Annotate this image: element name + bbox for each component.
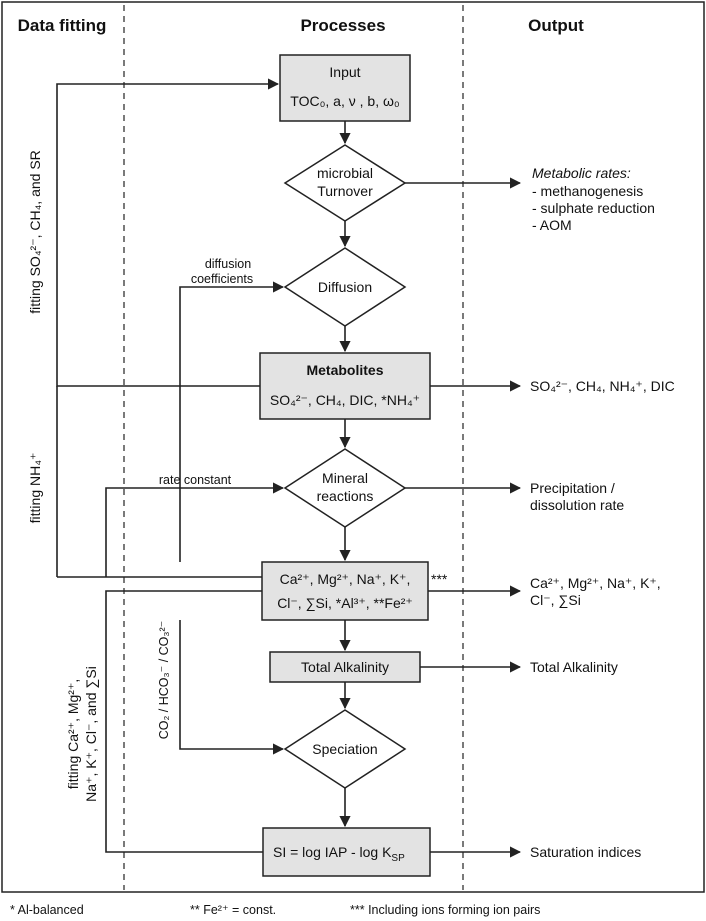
metabolic-rates-title: Metabolic rates:: [532, 165, 631, 181]
microbial-line1: microbial: [317, 165, 373, 181]
speciation-diamond: Speciation: [283, 709, 407, 789]
si-formula: SI = log IAP - log KSP: [273, 844, 405, 864]
fitting-ca-label-line2: Na⁺, K⁺, Cl⁻, and ∑Si: [83, 666, 99, 802]
rate-constant-label: rate constant: [159, 473, 232, 487]
metabolites-box: Metabolites SO₄²⁻, CH₄, DIC, *NH₄⁺: [259, 352, 431, 420]
si-formula-main: SI = log IAP - log K: [273, 844, 392, 860]
si-formula-sub: SP: [391, 853, 405, 864]
metabolic-item-methanogenesis: - methanogenesis: [532, 183, 643, 199]
metabolites-title: Metabolites: [306, 362, 383, 378]
ions-output-line2: Cl⁻, ∑Si: [530, 592, 581, 608]
line-carbonate-species: [179, 620, 285, 755]
microbial-turnover-diamond: microbial Turnover: [283, 144, 407, 222]
header-processes: Processes: [300, 16, 385, 35]
metabolic-item-aom: - AOM: [532, 217, 572, 233]
speciation-label: Speciation: [312, 741, 377, 757]
outer-frame: [1, 1, 705, 893]
line-rate-constant: [105, 482, 285, 577]
footnote-fe: ** Fe²⁺ = const.: [190, 903, 276, 917]
metabolic-item-sulphate-reduction: - sulphate reduction: [532, 200, 655, 216]
header-data-fitting: Data fitting: [18, 16, 107, 35]
header-output: Output: [528, 16, 584, 35]
fitting-so4-label: fitting SO₄²⁻, CH₄, and SR: [27, 150, 43, 314]
input-title: Input: [329, 64, 360, 80]
fitting-nh4-label: fitting NH₄⁺: [27, 453, 43, 524]
microbial-line2: Turnover: [317, 183, 373, 199]
ions-line1: Ca²⁺, Mg²⁺, Na⁺, K⁺,: [280, 571, 411, 587]
fitting-ca-label-line1: fitting Ca²⁺, Mg²⁺,: [65, 679, 81, 789]
footnote-ion-pairs: *** Including ions forming ion pairs: [350, 903, 540, 917]
total-alkalinity-label: Total Alkalinity: [301, 659, 389, 675]
saturation-index-box: SI = log IAP - log KSP: [262, 827, 431, 877]
footnote-al: * Al-balanced: [10, 903, 84, 917]
metabolites-species: SO₄²⁻, CH₄, DIC, *NH₄⁺: [270, 392, 420, 408]
line-diffusion-coefficients: [179, 281, 285, 562]
input-box: Input TOC₀, a, ν , b, ω₀: [279, 54, 411, 122]
diffusion-label: Diffusion: [318, 279, 372, 295]
ions-box: Ca²⁺, Mg²⁺, Na⁺, K⁺, Cl⁻, ∑Si, *Al³⁺, **…: [261, 561, 429, 621]
saturation-indices-output: Saturation indices: [530, 844, 641, 860]
ion-pairs-marker: ***: [431, 571, 448, 587]
metabolites-output: SO₄²⁻, CH₄, NH₄⁺, DIC: [530, 378, 675, 394]
ions-output-line1: Ca²⁺, Mg²⁺, Na⁺, K⁺,: [530, 575, 661, 591]
mineral-reactions-diamond: Mineral reactions: [283, 448, 407, 528]
diffusion-diamond: Diffusion: [283, 247, 407, 327]
precipitation-line1: Precipitation /: [530, 480, 615, 496]
total-alkalinity-output: Total Alkalinity: [530, 659, 618, 675]
input-params: TOC₀, a, ν , b, ω₀: [290, 93, 400, 109]
precipitation-line2: dissolution rate: [530, 497, 624, 513]
diffusion-coefficients-line1: diffusion: [205, 257, 251, 271]
line-fitting-ca-loop: [105, 590, 263, 853]
diffusion-coefficients-line2: coefficients: [191, 272, 253, 286]
mineral-line1: Mineral: [322, 470, 368, 486]
mineral-line2: reactions: [317, 488, 374, 504]
carbonate-species-label: CO₂ / HCO₃⁻ / CO₃²⁻: [157, 621, 171, 740]
ions-line2: Cl⁻, ∑Si, *Al³⁺, **Fe²⁺: [277, 595, 413, 611]
line-fitting-so4-loop: [56, 78, 280, 387]
total-alkalinity-box: Total Alkalinity: [269, 651, 421, 683]
